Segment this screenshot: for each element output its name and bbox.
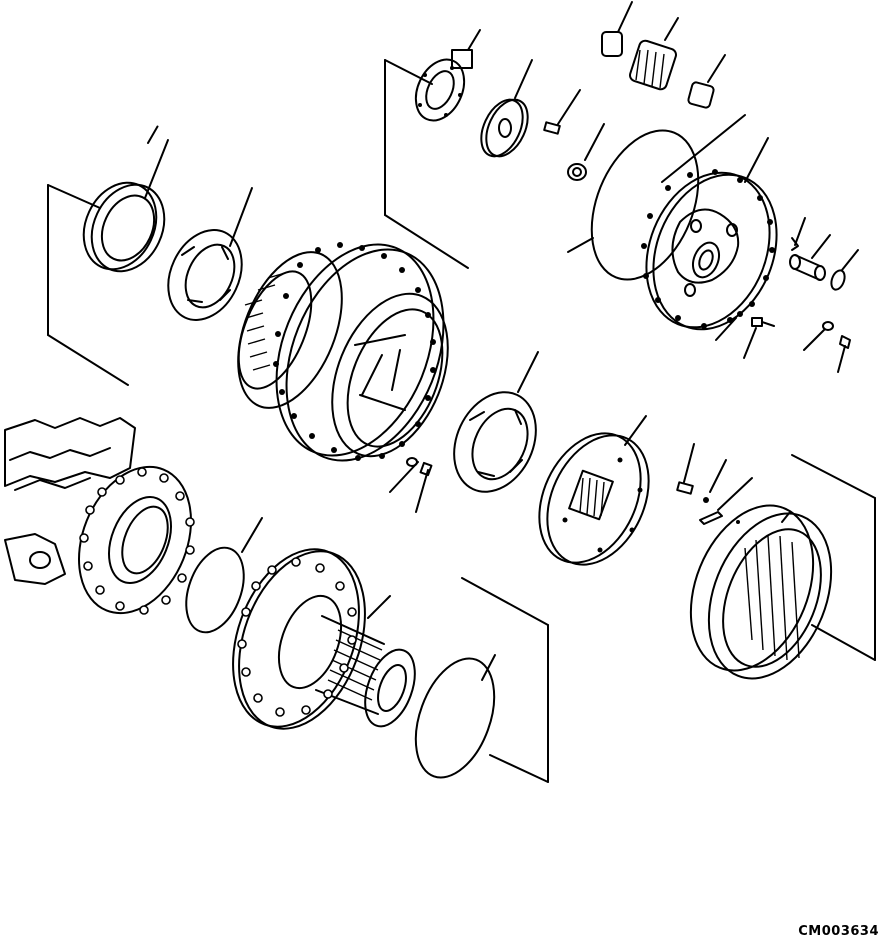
group-bracket-ring-gear xyxy=(791,454,876,661)
spindle xyxy=(232,548,416,730)
sun-gear-plate xyxy=(480,59,533,158)
final-drive-case xyxy=(4,417,195,615)
planet-gear xyxy=(629,17,679,91)
lock-bolt-set xyxy=(676,443,753,525)
thrust-plate xyxy=(414,29,481,122)
hub-housing xyxy=(237,242,449,513)
planet-shaft-pin xyxy=(789,217,831,281)
thrust-washer-small xyxy=(830,249,859,291)
figure-code: CM003634 xyxy=(798,924,879,939)
floating-seal xyxy=(82,125,169,273)
carrier-bolts xyxy=(715,311,851,373)
planet-carrier xyxy=(567,129,778,331)
roller-bearing-lower xyxy=(453,351,539,493)
o-ring-left xyxy=(185,517,263,634)
nut xyxy=(567,123,605,181)
planet-gear-small-b xyxy=(687,54,726,109)
ring-gear xyxy=(689,504,833,680)
group-bracket-spindle xyxy=(461,577,549,783)
group-bracket-top xyxy=(384,59,746,269)
roller-bearing-upper xyxy=(167,187,253,321)
bearing-retainer xyxy=(538,415,650,566)
retaining-bolt xyxy=(543,89,581,135)
planet-gear-small-a xyxy=(601,1,633,57)
group-bracket-left xyxy=(47,184,129,386)
o-ring-right xyxy=(414,654,496,779)
